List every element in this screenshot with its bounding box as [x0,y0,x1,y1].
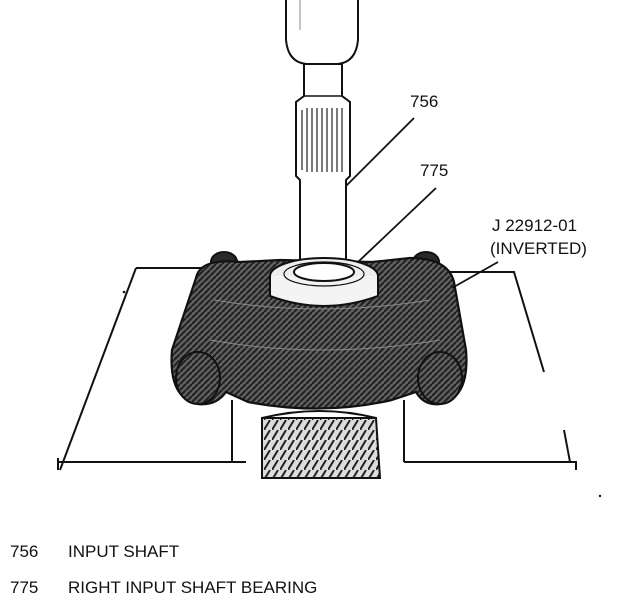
callout-tool-number: J 22912-01 [492,216,577,235]
input-shaft [295,63,351,277]
legend-item-1-number: 756 [10,542,38,561]
leader-tool [451,261,499,289]
callout-tool-orientation: (INVERTED) [490,239,587,258]
legend-item-1-text: INPUT SHAFT [68,542,179,561]
scan-specks [122,290,602,498]
leader-lines [345,117,499,289]
callout-775: 775 [420,161,448,180]
support-plate [57,267,577,471]
gear [261,410,382,479]
callout-756: 756 [410,92,438,111]
right-input-shaft-bearing [269,257,379,307]
legend-item-2-text: RIGHT INPUT SHAFT BEARING [68,578,317,597]
leader-775 [357,187,437,263]
legend: 756 INPUT SHAFT 775 RIGHT INPUT SHAFT BE… [10,542,317,597]
press-ram [285,0,359,65]
shaft-splines [301,108,343,172]
leader-756 [345,117,415,187]
legend-item-2-number: 775 [10,578,38,597]
bearing-separator-tool [170,251,468,410]
